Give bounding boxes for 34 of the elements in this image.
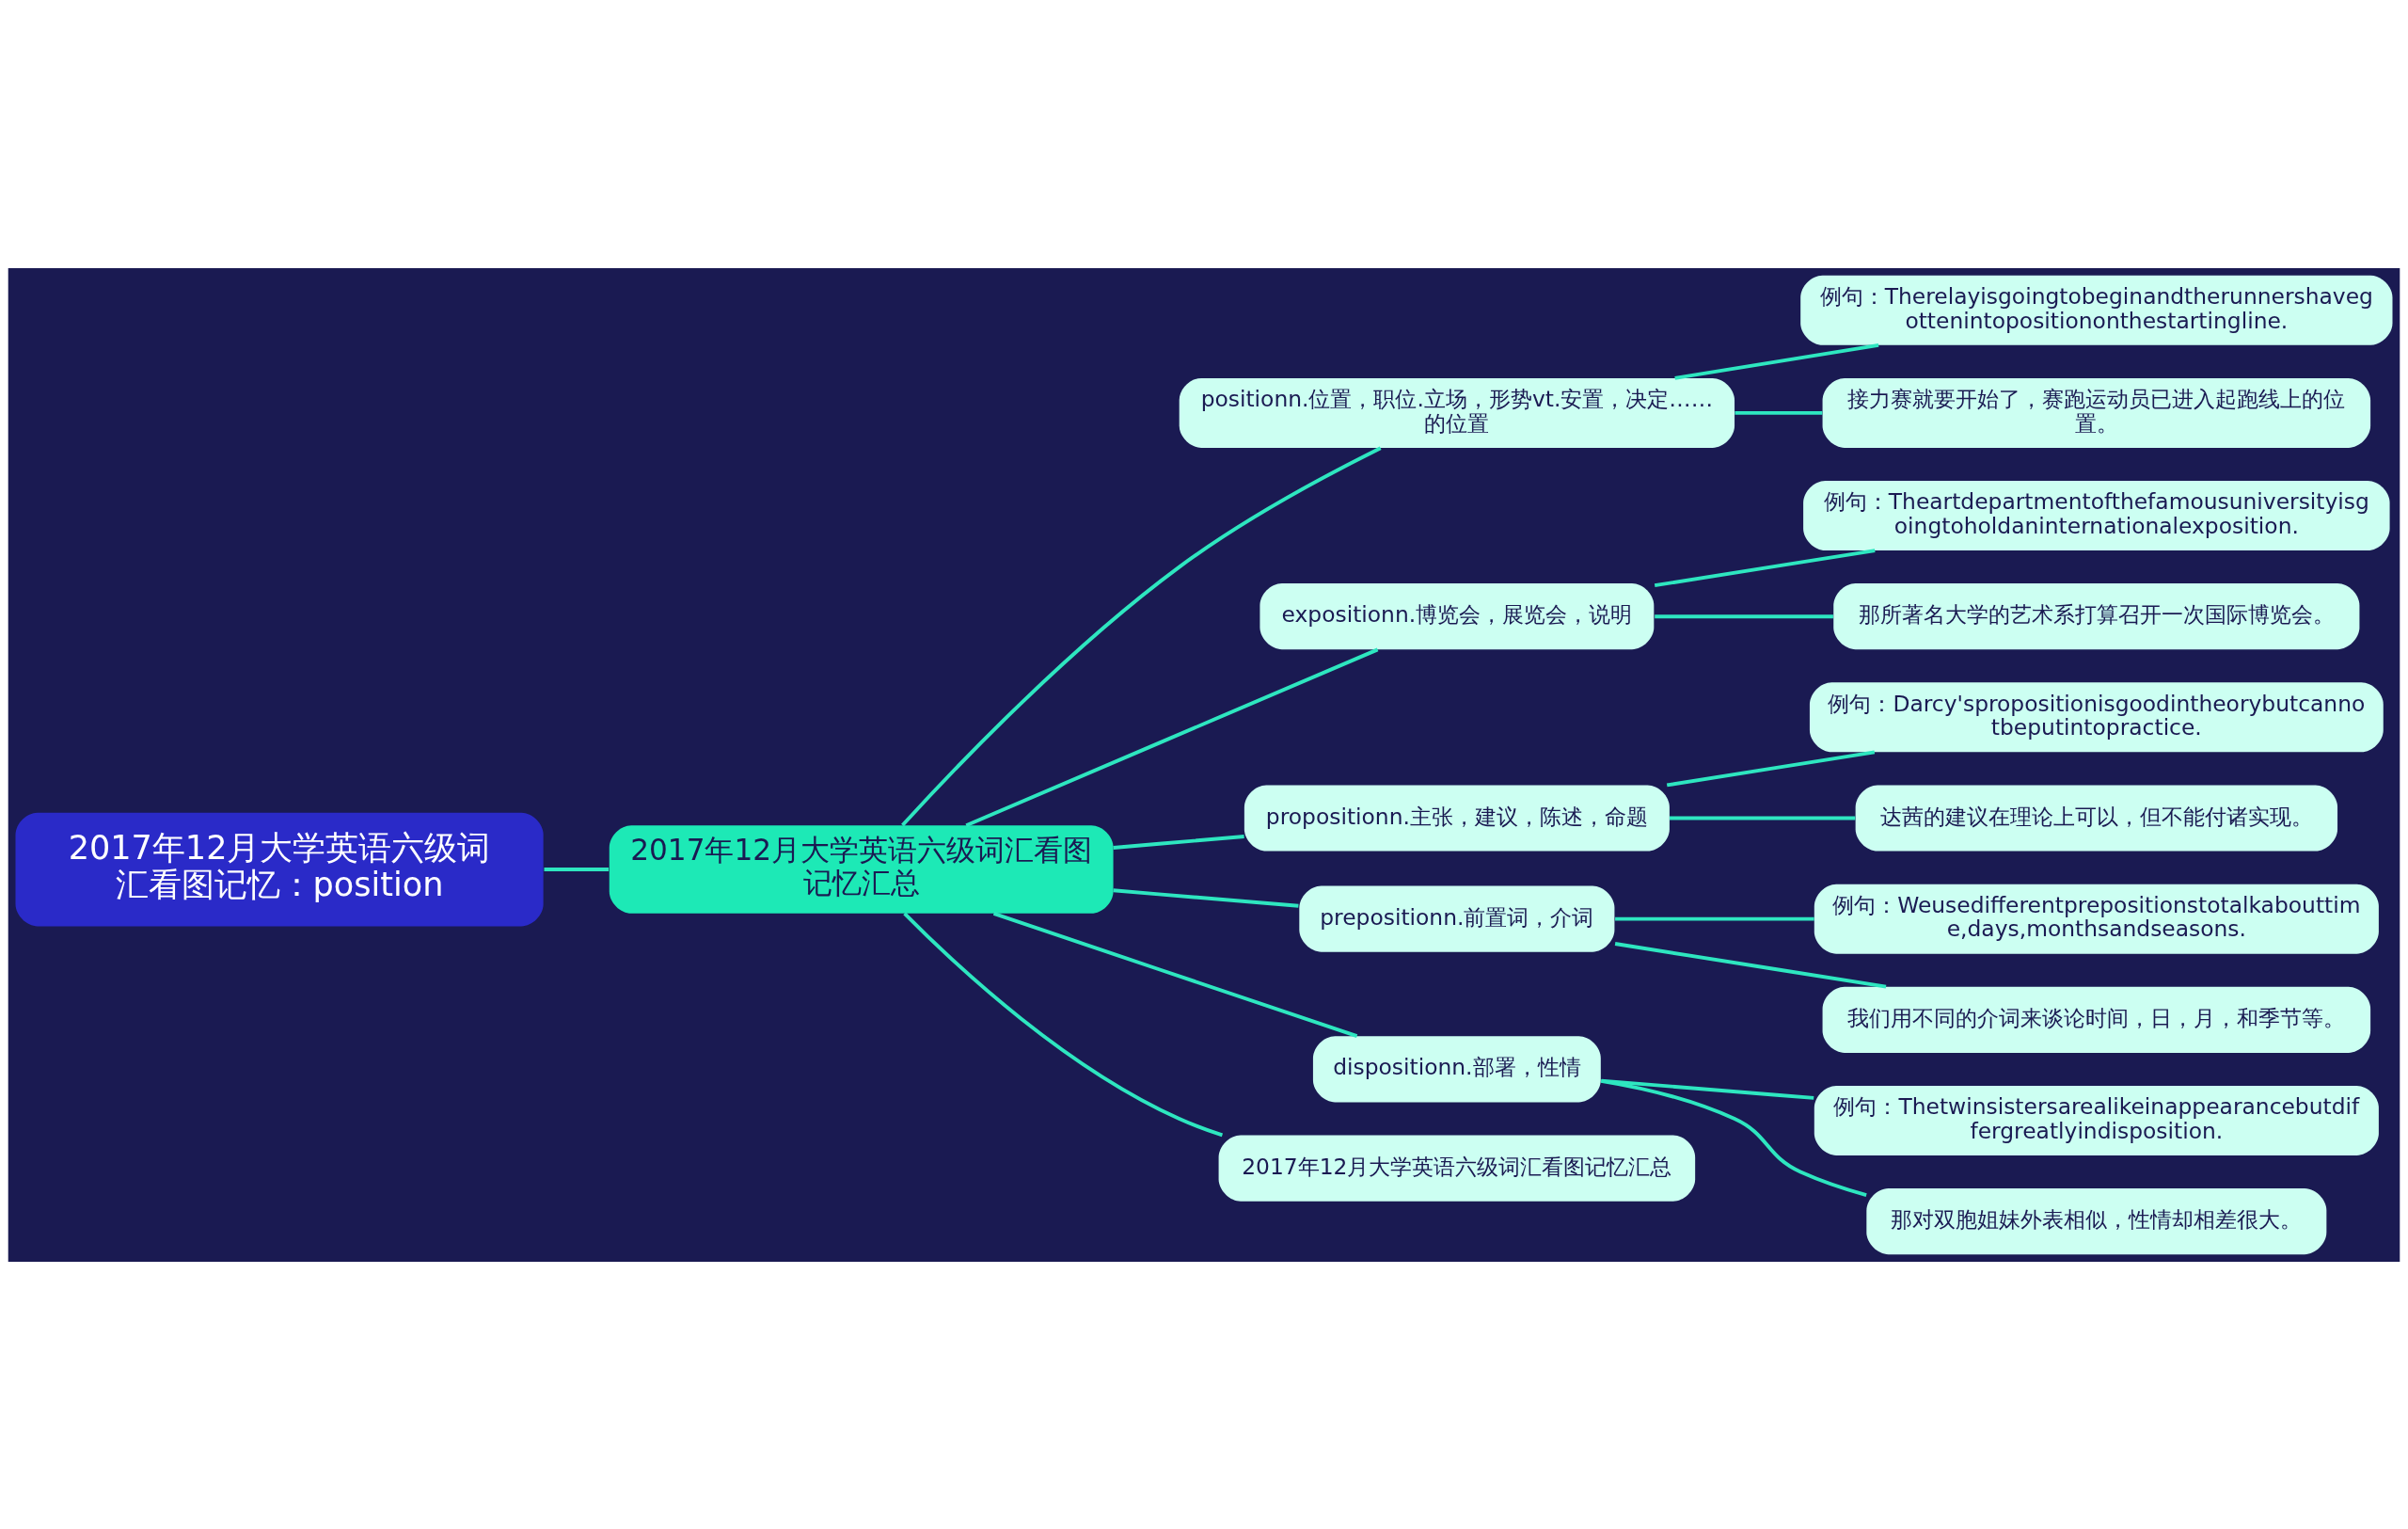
node-box: 那对双胞姐妹外表相似，性情却相差很大。 bbox=[1866, 1187, 2327, 1254]
node-box: 2017年12月大学英语六级词汇看图记忆汇总 bbox=[1218, 1135, 1696, 1202]
connector bbox=[903, 911, 1224, 1137]
node-box: 例句：Therelayisgoingtobeginandtherunnershavegottenintopositiononthestartingline. bbox=[1800, 275, 2393, 345]
node-box: 例句：Darcy'spropositionisgoodintheorybutcannotbeputintopractice. bbox=[1809, 681, 2384, 752]
connector bbox=[1670, 816, 1856, 820]
node-box: prepositionn.前置词，介词 bbox=[1299, 885, 1615, 952]
connector bbox=[1614, 941, 1887, 989]
node-box: 达茜的建议在理论上可以，但不能付诸实现。 bbox=[1855, 784, 2338, 852]
node-box: 例句：Thetwinsistersarealikeinappearancebutdiffergreatlyindisposition. bbox=[1814, 1085, 2379, 1155]
connector bbox=[1113, 887, 1299, 908]
connector bbox=[1735, 410, 1823, 415]
node-box: 我们用不同的介词来谈论时间，日，月，和季节等。 bbox=[1822, 986, 2371, 1053]
connector bbox=[1674, 342, 1879, 380]
connector bbox=[1113, 834, 1244, 850]
node-box: 例句：Theartdepartmentofthefamousuniversityisgoingtoholdaninternationalexposition. bbox=[1803, 480, 2390, 550]
connector bbox=[1666, 750, 1876, 787]
connector bbox=[1615, 916, 1814, 921]
connector bbox=[992, 911, 1358, 1038]
connector bbox=[901, 445, 1382, 826]
node-box: 那所著名大学的艺术系打算召开一次国际博览会。 bbox=[1833, 582, 2360, 649]
node-box: 2017年12月大学英语六级词汇看图记忆汇总 bbox=[609, 824, 1114, 914]
node-box: expositionn.博览会，展览会，说明 bbox=[1259, 582, 1655, 649]
connector bbox=[965, 647, 1379, 827]
node-box: 例句：Weusedifferentprepositionstotalkabouttime,days,monthsandseasons. bbox=[1814, 884, 2379, 954]
node-box: dispositionn.部署，性情 bbox=[1312, 1035, 1601, 1102]
connector bbox=[1655, 613, 1833, 618]
connector bbox=[1654, 548, 1876, 587]
connector bbox=[1600, 1078, 1867, 1197]
connector bbox=[544, 867, 610, 871]
node-box: positionn.位置，职位.立场，形势vt.安置，决定……的位置 bbox=[1179, 377, 1735, 448]
node-box: 2017年12月大学英语六级词汇看图记忆：position bbox=[15, 812, 544, 926]
node-box: 接力赛就要开始了，赛跑运动员已进入起跑线上的位置。 bbox=[1822, 377, 2371, 448]
node-box: propositionn.主张，建议，陈述，命题 bbox=[1244, 784, 1670, 852]
